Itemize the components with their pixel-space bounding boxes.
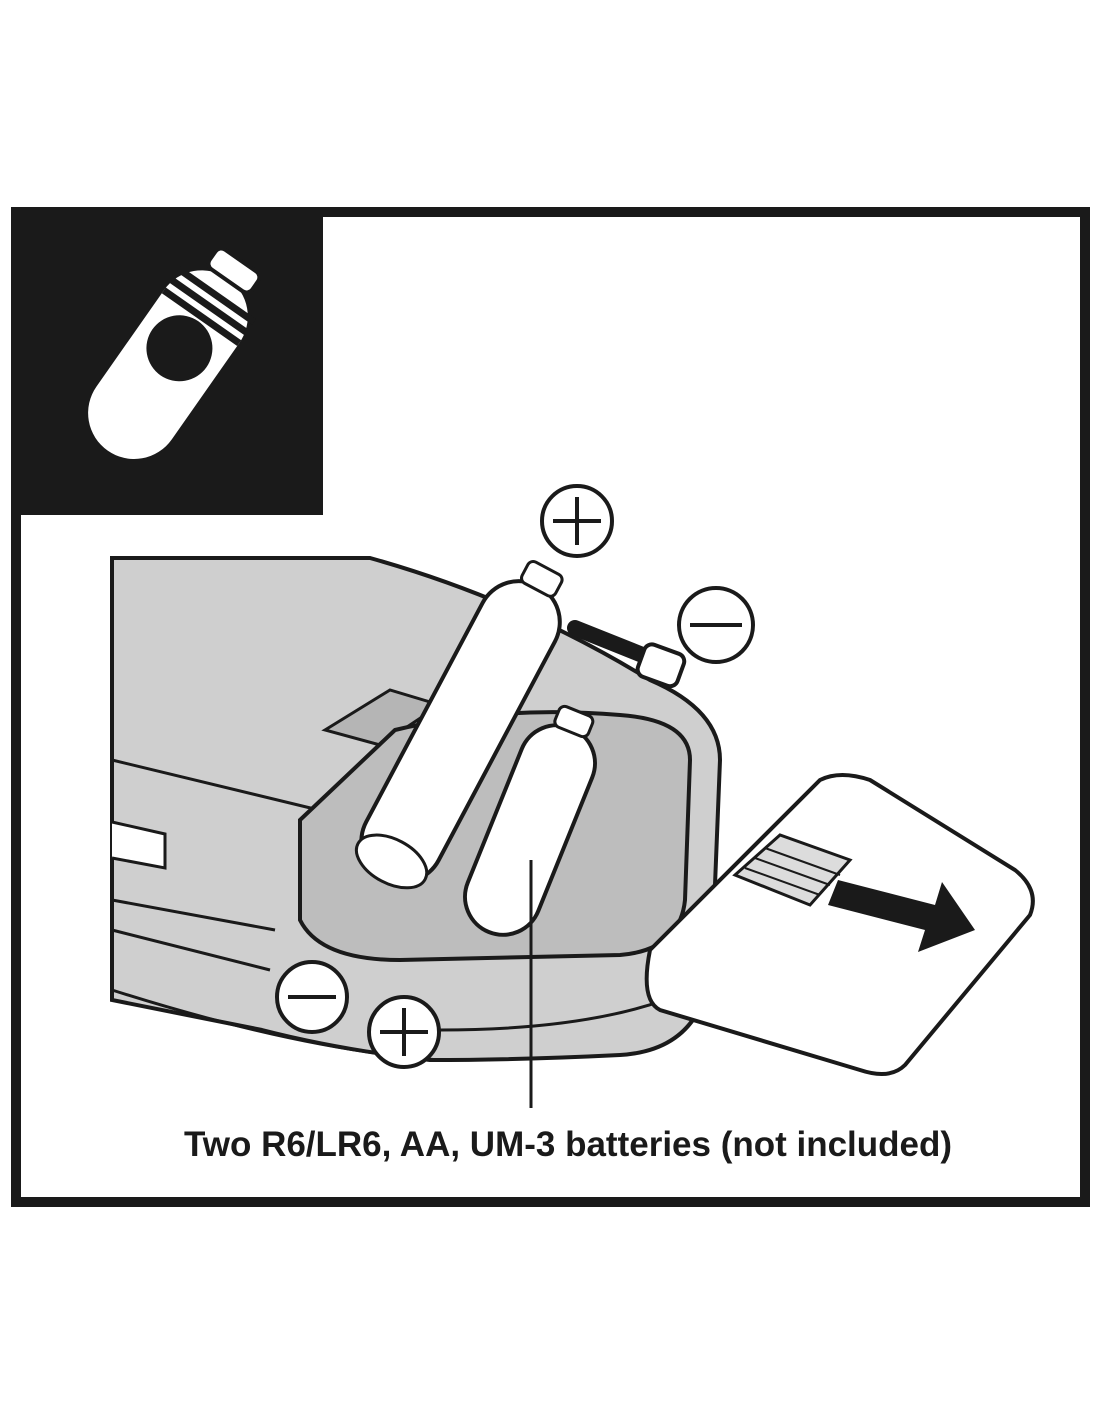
battery-cover <box>644 773 1035 1076</box>
minus-sign-icon <box>275 960 349 1034</box>
inserting-battery <box>354 559 564 890</box>
battery-icon <box>16 212 323 515</box>
battery-caption: Two R6/LR6, AA, UM-3 batteries (not incl… <box>184 1125 952 1164</box>
slide-arrow-icon <box>828 880 975 952</box>
battery-contact <box>567 620 687 689</box>
plus-sign-icon <box>540 484 614 558</box>
installed-battery <box>463 704 597 937</box>
plus-sign-icon <box>367 995 441 1069</box>
minus-sign-icon <box>677 586 755 664</box>
